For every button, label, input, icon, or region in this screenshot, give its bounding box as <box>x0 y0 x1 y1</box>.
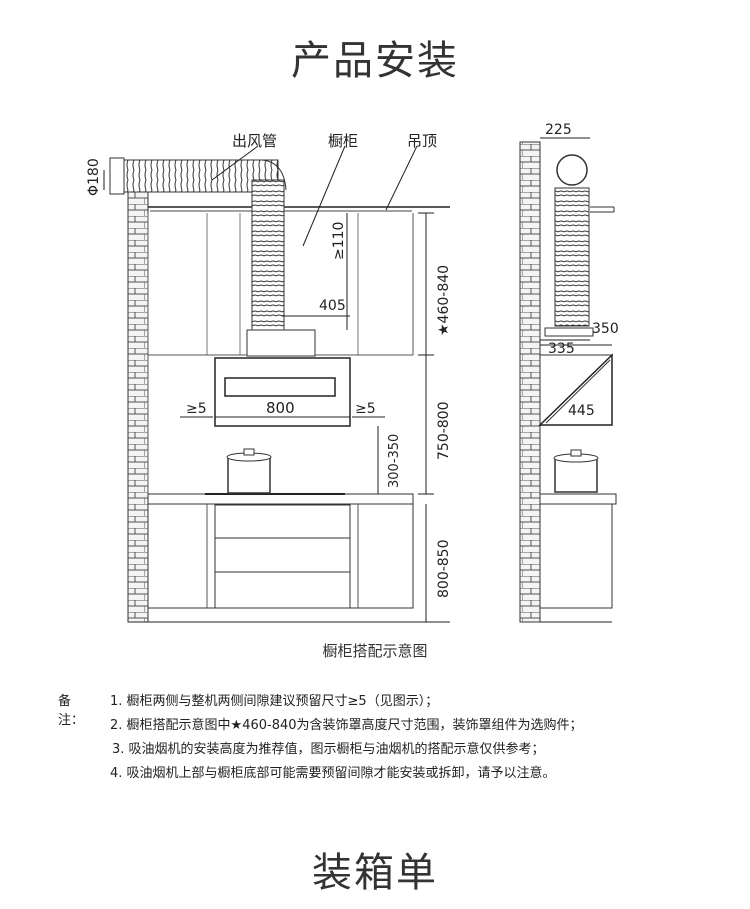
notes-heading: 备注： <box>58 694 85 728</box>
note-item-1: 1. 橱柜两侧与整机两侧间隙建议预留尺寸≥5（见图示）； <box>110 694 439 709</box>
side-view: 225 350 335 445 <box>519 122 619 623</box>
dim-405-label: 405 <box>319 298 346 314</box>
side-duct <box>554 187 590 327</box>
side-225-label: 225 <box>545 122 572 138</box>
side-445-label: 445 <box>568 403 595 419</box>
duct-horizontal <box>117 159 279 193</box>
duct-label: 出风管 <box>232 132 277 150</box>
diagram-caption: 橱柜搭配示意图 <box>322 642 428 660</box>
pot <box>227 456 271 494</box>
hob-gap-label: 300-350 <box>387 434 402 488</box>
height-range-label: ★460-840 <box>436 265 452 336</box>
front-view: 出风管 橱柜 吊顶 Φ180 ≥110 405 ★460-840 ≥5 800 … <box>86 132 452 623</box>
brick-wall-left <box>127 169 149 623</box>
page-title: 产品安装 <box>291 38 459 84</box>
gap-left-label: ≥5 <box>186 401 207 417</box>
cabinet-label: 橱柜 <box>328 132 358 150</box>
duct-vertical <box>251 179 285 331</box>
note-item-3: 3. 吸油烟机的安装高度为推荐值，图示橱柜与油烟机的搭配示意仅供参考； <box>112 742 545 757</box>
ceiling-label: 吊顶 <box>407 132 437 150</box>
width-label: 800 <box>266 399 295 417</box>
gap-top-label: ≥110 <box>331 222 347 260</box>
counter-height-label: 800-850 <box>436 540 452 599</box>
section-title: 装箱单 <box>312 850 438 896</box>
note-item-2: 2. 橱柜搭配示意图中★460-840为含装饰罩高度尺寸范围，装饰罩组件为选购件… <box>110 718 583 733</box>
brick-wall-right <box>519 141 541 623</box>
diameter-label: Φ180 <box>86 158 102 196</box>
side-350-label: 350 <box>592 321 619 337</box>
install-height-label: 750-800 <box>436 402 452 461</box>
note-item-4: 4. 吸油烟机上部与橱柜底部可能需要预留间隙才能安装或拆卸，请予以注意。 <box>110 766 556 781</box>
gap-right-label: ≥5 <box>355 401 376 417</box>
side-335-label: 335 <box>548 341 575 357</box>
